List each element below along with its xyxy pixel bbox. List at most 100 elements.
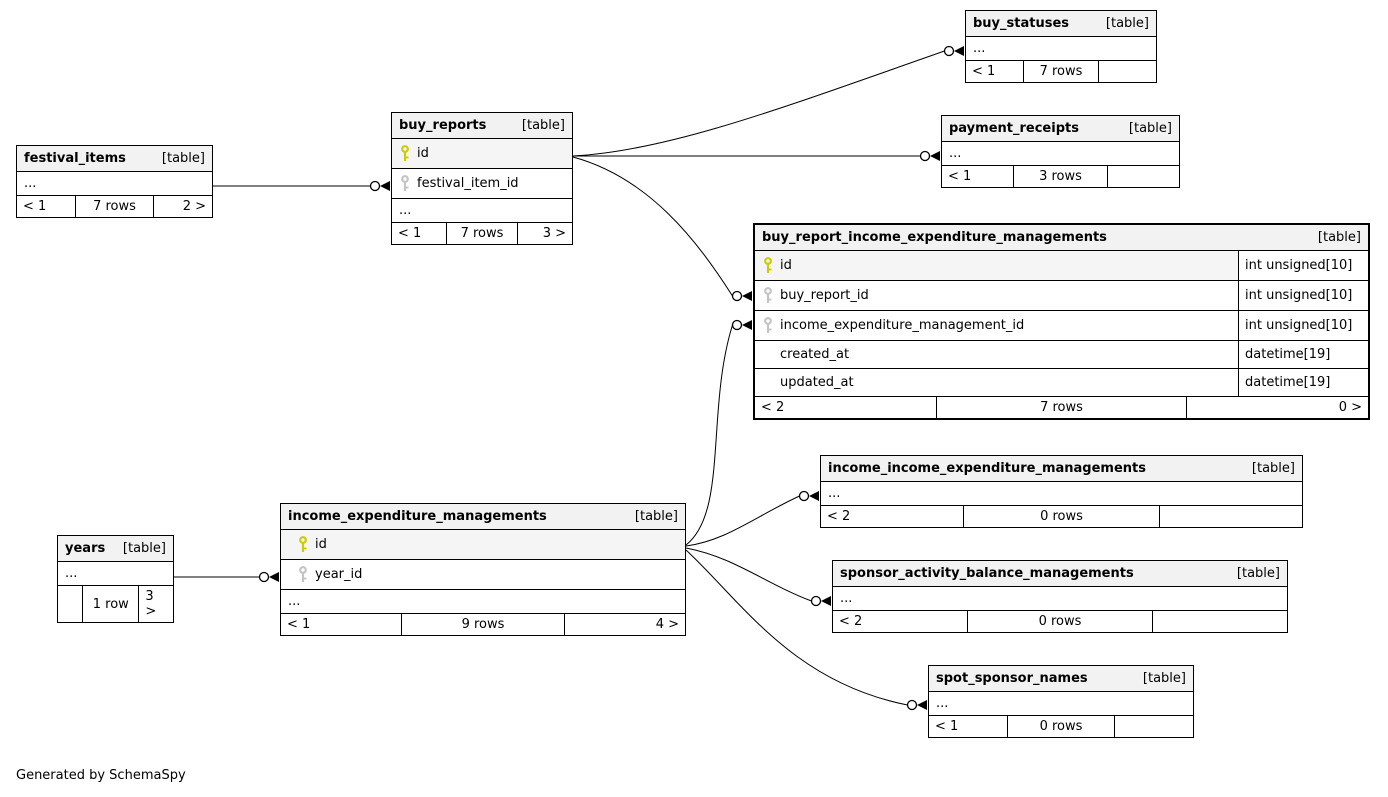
row-count: 0 rows <box>964 506 1160 527</box>
table-name[interactable]: spot_sponsor_names <box>936 671 1088 686</box>
children-count: 2 > <box>182 199 206 214</box>
parents-count: < 1 <box>281 614 402 635</box>
children-count <box>1160 506 1302 527</box>
table-tag: [table] <box>521 118 565 133</box>
children-count: 3 > <box>145 589 157 619</box>
table-name[interactable]: sponsor_activity_balance_managements <box>840 566 1134 581</box>
table-footer: < 1 9 rows 4 > <box>281 614 685 635</box>
table-footer: 1 row 3 > <box>58 586 173 622</box>
primary-key-icon <box>298 536 308 553</box>
table-footer: < 2 7 rows 0 > <box>755 397 1368 418</box>
relationship-connector <box>685 490 819 547</box>
relationship-connector <box>685 547 831 607</box>
row-count: 7 rows <box>1024 61 1100 82</box>
table-tag: [table] <box>634 509 678 524</box>
parents-count: < 2 <box>833 611 969 632</box>
column-row: id <box>281 530 685 560</box>
column-name: id <box>780 258 792 273</box>
parents-count: < 1 <box>392 223 447 244</box>
children-count <box>1108 166 1179 187</box>
column-type: int unsigned[10] <box>1238 311 1368 340</box>
column-name: festival_item_id <box>417 176 519 191</box>
parents-count: < 1 <box>966 61 1024 82</box>
table-name[interactable]: income_expenditure_managements <box>288 509 547 524</box>
table-buy-report-income-expenditure-managements[interactable]: buy_report_income_expenditure_management… <box>753 223 1370 420</box>
children-count <box>1153 611 1287 632</box>
relationship-connector <box>174 571 279 583</box>
table-festival-items[interactable]: festival_items [table] ... < 1 7 rows 2 … <box>16 145 213 218</box>
table-header: years [table] <box>58 536 173 562</box>
table-buy-reports[interactable]: buy_reports [table] id festival_item_id … <box>391 112 573 245</box>
foreign-key-icon <box>763 317 773 334</box>
relationship-connector <box>572 45 964 157</box>
table-tag: [table] <box>122 541 166 556</box>
row-count: 9 rows <box>402 614 566 635</box>
row-count: 1 row <box>83 586 140 622</box>
table-footer: < 1 7 rows 3 > <box>392 223 572 244</box>
children-count: 3 > <box>542 226 566 241</box>
table-income-expenditure-managements[interactable]: income_expenditure_managements [table] i… <box>280 503 686 636</box>
column-row: id int unsigned[10] <box>755 251 1368 281</box>
column-name: year_id <box>315 567 363 582</box>
column-name: id <box>315 537 327 552</box>
hidden-columns-row: ... <box>942 142 1179 166</box>
table-header: income_income_expenditure_managements [t… <box>821 456 1302 482</box>
table-name[interactable]: years <box>65 541 106 556</box>
table-spot-sponsor-names[interactable]: spot_sponsor_names [table] ... < 1 0 row… <box>928 665 1194 738</box>
table-years[interactable]: years [table] ... 1 row 3 > <box>57 535 174 623</box>
table-buy-statuses[interactable]: buy_statuses [table] ... < 1 7 rows <box>965 10 1157 83</box>
column-row: created_at datetime[19] <box>755 341 1368 369</box>
table-income-income-expenditure-managements[interactable]: income_income_expenditure_managements [t… <box>820 455 1303 528</box>
column-name: income_expenditure_management_id <box>780 318 1025 333</box>
parents-count: < 2 <box>821 506 965 527</box>
table-name[interactable]: income_income_expenditure_managements <box>828 461 1146 476</box>
parents-count: < 2 <box>755 397 938 418</box>
table-tag: [table] <box>161 151 205 166</box>
children-count: 0 > <box>1338 400 1363 415</box>
column-name: id <box>417 146 429 161</box>
column-type: int unsigned[10] <box>1238 281 1368 310</box>
table-header: payment_receipts [table] <box>942 116 1179 142</box>
relationship-connector <box>213 180 390 192</box>
column-type: datetime[19] <box>1238 369 1368 396</box>
primary-key-icon <box>763 257 773 274</box>
table-name[interactable]: festival_items <box>24 151 126 166</box>
table-tag: [table] <box>1128 121 1172 136</box>
table-tag: [table] <box>1251 461 1295 476</box>
table-footer: < 2 0 rows <box>833 611 1287 632</box>
hidden-columns-row: ... <box>58 562 173 586</box>
hidden-columns-row: ... <box>281 590 685 614</box>
column-type: datetime[19] <box>1238 341 1368 368</box>
table-header: buy_statuses [table] <box>966 11 1156 37</box>
table-name[interactable]: buy_report_income_expenditure_management… <box>762 230 1107 245</box>
row-count: 7 rows <box>937 397 1187 418</box>
table-footer: < 1 7 rows <box>966 61 1156 82</box>
table-tag: [table] <box>1236 566 1280 581</box>
relationship-connector <box>572 156 752 302</box>
hidden-columns-row: ... <box>929 692 1193 716</box>
column-name: buy_report_id <box>780 288 869 303</box>
row-count: 0 rows <box>1008 716 1115 737</box>
hidden-columns-row: ... <box>17 172 212 196</box>
generated-by-caption: Generated by SchemaSpy <box>16 768 186 783</box>
foreign-key-icon <box>298 566 308 583</box>
table-name[interactable]: payment_receipts <box>949 121 1079 136</box>
row-count: 7 rows <box>447 223 519 244</box>
table-sponsor-activity-balance-managements[interactable]: sponsor_activity_balance_managements [ta… <box>832 560 1288 633</box>
parents-count <box>58 586 84 622</box>
foreign-key-icon <box>763 287 773 304</box>
table-name[interactable]: buy_reports <box>399 118 487 133</box>
parents-count: < 1 <box>942 166 1014 187</box>
table-header: festival_items [table] <box>17 146 212 172</box>
column-type: int unsigned[10] <box>1238 251 1368 280</box>
column-row: updated_at datetime[19] <box>755 369 1368 397</box>
children-count: 4 > <box>655 617 679 632</box>
hidden-columns-row: ... <box>392 199 572 223</box>
table-name[interactable]: buy_statuses <box>973 16 1070 31</box>
table-footer: < 2 0 rows <box>821 506 1302 527</box>
column-row: festival_item_id <box>392 169 572 199</box>
table-footer: < 1 3 rows <box>942 166 1179 187</box>
table-footer: < 1 7 rows 2 > <box>17 196 212 217</box>
table-payment-receipts[interactable]: payment_receipts [table] ... < 1 3 rows <box>941 115 1180 188</box>
relationship-connector <box>573 150 940 162</box>
